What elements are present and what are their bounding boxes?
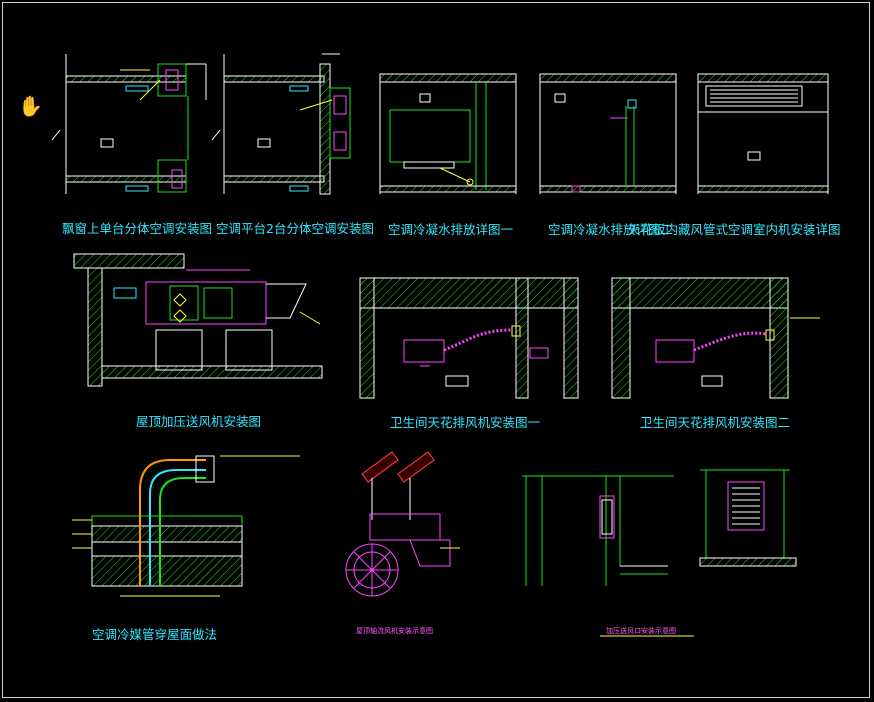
- detail-pressurization-outlet: [522, 475, 694, 637]
- detail-window-ac: [51, 54, 207, 194]
- caption-bath-fan-2: 卫生间天花排风机安装图二: [640, 415, 791, 430]
- caption-platform-ac: 空调平台2台分体空调安装图: [216, 221, 374, 236]
- caption-ducted-ac: 天花板内藏风管式空调室内机安装详图: [628, 222, 841, 237]
- detail-bath-fan-2: [611, 277, 820, 399]
- caption-refrigerant-roof: 空调冷媒管穿屋面做法: [92, 627, 218, 642]
- detail-outlet-elevation: [699, 469, 797, 567]
- caption-roof-fan: 屋顶加压送风机安装图: [136, 414, 262, 429]
- detail-bath-fan-1: [359, 277, 579, 399]
- caption-pressurization-outlet: 加压送风口安装示意图: [606, 627, 676, 635]
- caption-roof-axial-fan: 屋顶轴流风机安装示意图: [356, 627, 433, 635]
- detail-ducted-ac: [697, 73, 829, 194]
- detail-refrigerant-roof: [72, 455, 300, 597]
- caption-condensate-1: 空调冷凝水排放详图一: [388, 222, 514, 237]
- detail-condensate-1: [379, 73, 517, 194]
- caption-condensate-2: 空调冷凝水排放详图二: [548, 222, 674, 237]
- detail-platform-ac: [211, 53, 351, 195]
- detail-roof-fan: [73, 253, 323, 387]
- hand-pan-icon[interactable]: ✋: [18, 94, 43, 118]
- caption-bath-fan-1: 卫生间天花排风机安装图一: [390, 415, 541, 430]
- detail-condensate-2: [539, 73, 677, 194]
- caption-window-ac: 飘窗上单台分体空调安装图: [62, 221, 213, 236]
- detail-roof-axial-fan: [345, 451, 460, 597]
